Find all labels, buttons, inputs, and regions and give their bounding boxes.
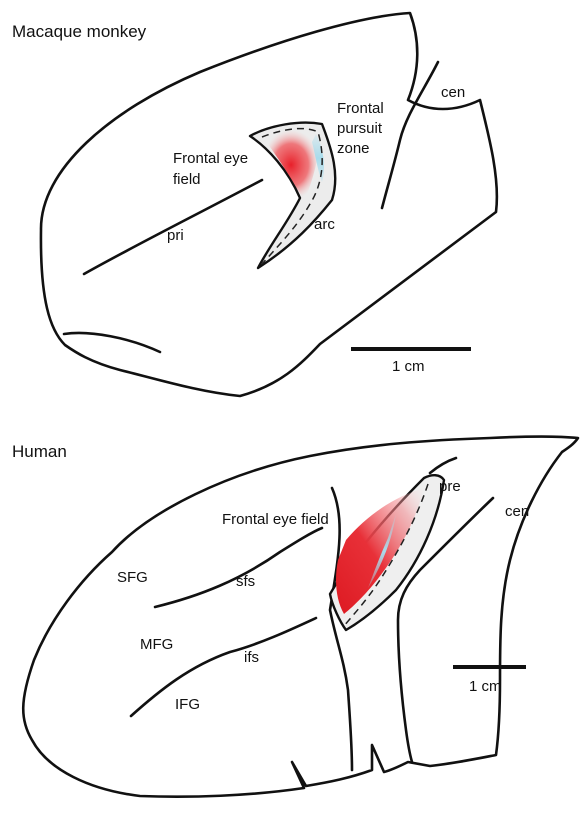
- human-panel: Human pre cen Frontal eye field SFG sfs …: [12, 437, 578, 797]
- human-brain-outline: [23, 437, 578, 797]
- human-ifs-sulcus: [131, 618, 316, 716]
- human-label-ifg: IFG: [175, 696, 200, 713]
- macaque-orbital-edge: [64, 333, 160, 352]
- macaque-brain-outline: [41, 13, 497, 396]
- human-label-cen: cen: [505, 503, 529, 520]
- human-label-sfs: sfs: [236, 573, 255, 590]
- macaque-label-pursuit-3: zone: [337, 140, 370, 157]
- macaque-scale-label: 1 cm: [392, 358, 425, 375]
- human-pre-sulcus-top: [430, 458, 456, 473]
- human-scale-label: 1 cm: [469, 678, 502, 695]
- human-label-pre: pre: [439, 478, 461, 495]
- human-label-ifs: ifs: [244, 649, 259, 666]
- macaque-title: Macaque monkey: [12, 22, 147, 41]
- macaque-label-arc: arc: [314, 216, 335, 233]
- human-sfs-sulcus: [155, 528, 322, 607]
- human-label-sfg: SFG: [117, 569, 148, 586]
- human-title: Human: [12, 442, 67, 461]
- macaque-panel: Macaque monkey cen Frontal pursuit zone …: [12, 13, 497, 396]
- macaque-label-fef-2: field: [173, 171, 201, 188]
- human-label-fef: Frontal eye field: [222, 511, 329, 528]
- human-label-mfg: MFG: [140, 636, 173, 653]
- macaque-label-cen: cen: [441, 84, 465, 101]
- macaque-label-pri: pri: [167, 227, 184, 244]
- macaque-label-pursuit-1: Frontal: [337, 100, 384, 117]
- macaque-cen-sulcus: [382, 62, 438, 208]
- macaque-label-fef-1: Frontal eye: [173, 150, 248, 167]
- macaque-label-pursuit-2: pursuit: [337, 120, 383, 137]
